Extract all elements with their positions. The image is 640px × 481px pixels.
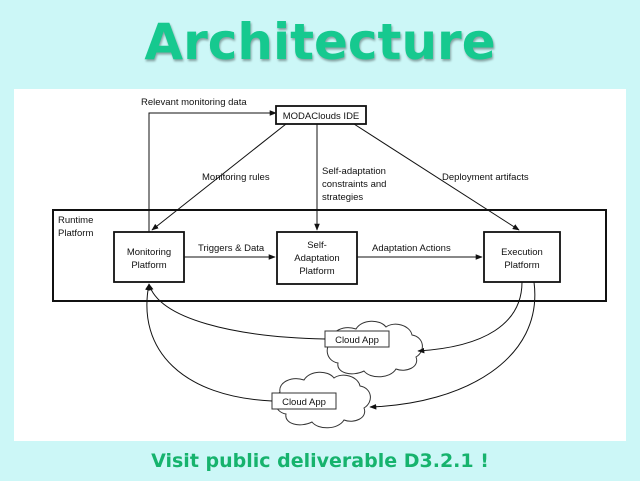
edge-monitoring-rules bbox=[151, 123, 287, 231]
self-adaptation-platform-label: Self- bbox=[307, 240, 327, 251]
monitoring-platform-label: Platform bbox=[131, 260, 166, 271]
runtime-platform-container bbox=[52, 209, 607, 302]
self-adaptation-platform-label: Adaptation bbox=[294, 253, 339, 264]
runtime-platform-label: Runtime bbox=[58, 215, 93, 226]
edge-relevant-monitoring-data bbox=[148, 110, 277, 232]
edge-label-self-adaptation: constraints and bbox=[322, 179, 386, 190]
monitoring-platform-label: Monitoring bbox=[127, 247, 171, 258]
cloud-app-2-label: Cloud App bbox=[282, 397, 326, 408]
edge-execution-to-cloud-app-1 bbox=[417, 281, 523, 354]
cloud-app-1-label: Cloud App bbox=[335, 335, 379, 346]
edge-cloud-app-1-to-monitoring bbox=[148, 283, 326, 340]
diagram-canvas: Runtime Platform MODAClouds IDE Monitori… bbox=[52, 97, 607, 429]
architecture-diagram: Runtime Platform MODAClouds IDE Monitori… bbox=[14, 89, 626, 441]
modaclouds-ide-label: MODAClouds IDE bbox=[283, 111, 360, 122]
monitoring-platform-box bbox=[113, 231, 185, 283]
edge-label-deployment-artifacts: Deployment artifacts bbox=[442, 172, 529, 183]
self-adaptation-platform-label: Platform bbox=[299, 266, 334, 277]
execution-platform-label: Execution bbox=[501, 247, 543, 258]
execution-platform-box bbox=[483, 231, 561, 283]
edge-cloud-app-2-to-monitoring bbox=[145, 283, 273, 402]
edge-deployment-artifacts bbox=[353, 123, 520, 231]
edge-label-adaptation-actions: Adaptation Actions bbox=[372, 243, 451, 254]
footer-note: Visit public deliverable D3.2.1 ! bbox=[151, 450, 489, 472]
runtime-platform-label: Platform bbox=[58, 228, 93, 239]
edge-execution-to-cloud-app-2 bbox=[369, 281, 536, 410]
edge-label-relevant-monitoring-data: Relevant monitoring data bbox=[141, 97, 247, 108]
cloud-app-2: Cloud App bbox=[271, 371, 371, 429]
edge-label-self-adaptation: strategies bbox=[322, 192, 363, 203]
slide-title: Architecture bbox=[144, 13, 496, 71]
edge-label-monitoring-rules: Monitoring rules bbox=[202, 172, 270, 183]
edge-label-self-adaptation: Self-adaptation bbox=[322, 166, 386, 177]
edge-label-triggers-data: Triggers & Data bbox=[198, 243, 265, 254]
execution-platform-label: Platform bbox=[504, 260, 539, 271]
self-adaptation-platform-box bbox=[276, 231, 358, 285]
cloud-app-1: Cloud App bbox=[324, 320, 423, 378]
